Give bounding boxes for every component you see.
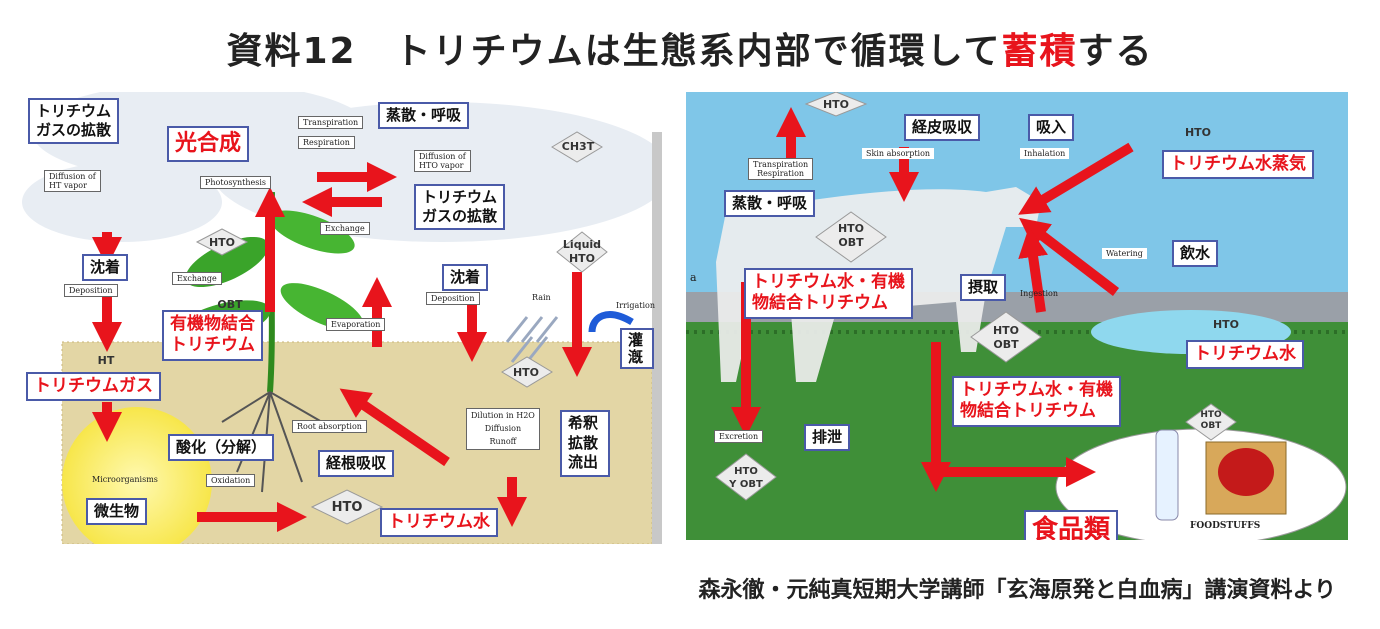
dilution-label: 希釈 拡散 流出 (560, 410, 610, 477)
microorganisms-label: 微生物 (86, 498, 148, 525)
excretion-label: 排泄 (804, 424, 851, 451)
tritiated-water-label: トリチウム水 (380, 508, 498, 538)
ht-text: HT (97, 354, 115, 367)
ch3t-diamond (551, 131, 603, 163)
skin-absorption-en: Skin absorption (862, 148, 935, 159)
panel-edge (652, 132, 662, 544)
tritiated-vapor-label: トリチウム水蒸気 (1162, 150, 1314, 180)
environment-cycle-panel: トリチウム ガスの拡散 Diffusion of HT vapor 光合成 Ph… (22, 92, 662, 544)
hto-diffusion-label: トリチウム ガスの拡散 (414, 184, 506, 230)
oxidation-en: Oxidation (206, 474, 256, 487)
root-absorption-label: 経根吸収 (318, 450, 395, 477)
food-hto-text: HTO OBT (1200, 410, 1222, 432)
respiration-en: Respiration (298, 136, 355, 149)
inhalation-label: 吸入 (1028, 114, 1075, 141)
title-main: 資料12 トリチウムは生態系内部で循環して (226, 31, 1002, 72)
liquid-hto-diamond (556, 231, 608, 273)
foodstuffs-label: 食品類 (1024, 510, 1119, 540)
irrigation-arrow (588, 311, 634, 333)
food-hto-diamond (1185, 403, 1237, 441)
microorganisms-en: Microorganisms (92, 475, 158, 484)
oxidation-label: 酸化（分解） (168, 434, 275, 461)
organic-tritium-text: 有機物結合 トリチウム (170, 314, 255, 356)
transpiration-en: Transpiration Respiration (748, 158, 814, 180)
photosynthesis-en: Photosynthesis (200, 176, 272, 189)
watering-en: Watering (1102, 248, 1147, 259)
transpiration-label: 蒸散・呼吸 (378, 102, 470, 129)
gas-diffusion-text: トリチウム ガスの拡散 (36, 102, 112, 139)
vapor-hto-text: HTO (1184, 126, 1212, 139)
rain-label: Rain (532, 293, 551, 302)
foodstuffs-en: FOODSTUFFS (1190, 521, 1261, 531)
source-credit: 森永徹・元純真短期大学講師「玄海原発と白血病」講演資料より (698, 578, 1336, 603)
exchange-en: Exchange (320, 222, 370, 235)
flow-arrows (92, 162, 592, 532)
exchange-small-en: Exchange (172, 272, 222, 285)
deposition-label-1: 沈着 (82, 254, 129, 281)
deposition-en-2: Deposition (426, 292, 480, 305)
transpiration-en: Transpiration (298, 116, 364, 129)
organic-tritium-label-2: トリチウム水・有機 物結合トリチウム (952, 376, 1121, 427)
livestock-cycle-panel: HTO Transpiration Respiration 蒸散・呼吸 経皮吸収… (686, 92, 1348, 540)
hto-text-2: HTO (512, 366, 540, 379)
hto-top-text: HTO (822, 98, 850, 111)
irrigation-en: Irrigation (616, 301, 655, 310)
side-letter: a (690, 271, 697, 284)
skin-absorption-label: 経皮吸収 (904, 114, 981, 141)
title-accent: 蓄積 (1001, 31, 1078, 72)
hto-text-3: HTO (331, 500, 363, 515)
deposition-label-2: 沈着 (442, 264, 489, 291)
hto-diffusion-text: トリチウム ガスの拡散 (422, 188, 498, 225)
meat-piece (1218, 448, 1274, 496)
liquid-hto-text: Liquid HTO (562, 238, 602, 265)
inhalation-en: Inhalation (1020, 148, 1070, 159)
milk-bottle (1155, 429, 1179, 521)
transpiration-label: 蒸散・呼吸 (724, 190, 816, 217)
ingestion-en: Ingestion (1020, 289, 1059, 298)
ch3t-text: CH3T (561, 140, 595, 153)
hto-text-1: HTO (208, 236, 236, 249)
photosynthesis-label: 光合成 (167, 126, 250, 162)
hto-diamond-3 (310, 489, 384, 525)
deposition-en-1: Deposition (64, 284, 118, 297)
hto-top-diamond (804, 92, 868, 117)
organic-tritium-label: 有機物結合 トリチウム (162, 310, 263, 361)
hto-obt-text-2: HTO OBT (992, 324, 1020, 351)
cow-hto-obt-text: HTO OBT (837, 222, 865, 249)
excretion-en: Excretion (714, 430, 764, 443)
evaporation-en: Evaporation (326, 318, 386, 331)
obt-text: OBT (217, 298, 243, 311)
hto-diamond-2 (501, 356, 553, 388)
organic-tritium-text-2: トリチウム水・有機 物結合トリチウム (960, 380, 1113, 422)
ingestion-label: 摂取 (960, 274, 1007, 301)
cow-hto-diamond (815, 211, 887, 263)
page-title: 資料12 トリチウムは生態系内部で循環して蓄積する (0, 22, 1380, 74)
gas-diffusion-label: トリチウム ガスの拡散 (28, 98, 120, 144)
organic-tritium-label-1: トリチウム水・有機 物結合トリチウム (744, 268, 913, 319)
gas-diffusion-en: Diffusion of HT vapor (44, 170, 101, 192)
water-hto-text: HTO (1212, 318, 1240, 331)
flow-arrows (731, 107, 1134, 492)
hto-diffusion-en: Diffusion of HTO vapor (414, 150, 471, 172)
dilution-en: Dilution in H2O Diffusion Runoff (466, 408, 540, 451)
root-absorption-en: Root absorption (292, 420, 367, 433)
hto-obt-diamond-2 (970, 311, 1042, 363)
watering-label: 飲水 (1172, 240, 1219, 267)
irrigation-label: 灌漑 (620, 328, 654, 369)
rain-streaks (505, 316, 559, 363)
hto-obt-text-3: HTO Y OBT (729, 466, 763, 490)
hto-diamond-1 (195, 228, 249, 256)
title-tail: する (1077, 31, 1154, 72)
plant-leaf (269, 210, 355, 254)
tritiated-water-label: トリチウム水 (1186, 340, 1304, 370)
tritium-gas-label: トリチウムガス (26, 372, 161, 402)
organic-tritium-text-1: トリチウム水・有機 物結合トリチウム (752, 272, 905, 314)
hto-obt-diamond-3 (715, 453, 777, 501)
